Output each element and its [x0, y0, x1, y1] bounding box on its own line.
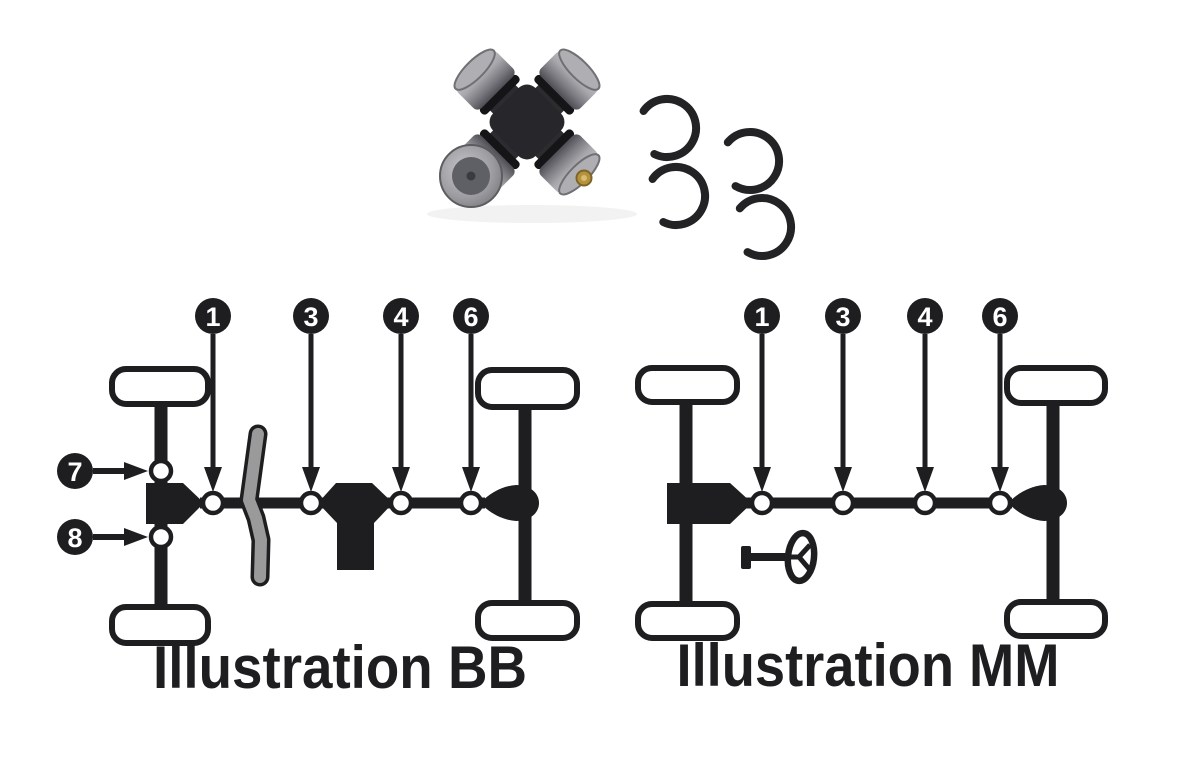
cap-seal [534, 129, 575, 170]
arrow-down-icon [916, 467, 934, 492]
snap-ring-2 [723, 128, 784, 194]
wheel-rear-right-bb [475, 600, 580, 641]
callout-4-mm: 4 [907, 298, 943, 492]
callout-number: 8 [67, 523, 82, 553]
cap-face [453, 48, 496, 91]
callout-bubble [825, 298, 861, 334]
joint-1-marker-mm [749, 490, 775, 516]
wheel-front-right-mm [1004, 365, 1108, 406]
bearing-cap [456, 51, 515, 110]
callout-number: 4 [393, 302, 408, 332]
rear-differential-bb [480, 485, 539, 521]
callout-3-mm: 3 [825, 298, 861, 492]
steering-flange [741, 546, 751, 569]
joint-8-marker-bb [148, 524, 174, 550]
callout-6-mm: 6 [982, 298, 1018, 492]
joint-6-marker-bb [458, 490, 484, 516]
arrow-down-icon [462, 467, 480, 492]
callout-number: 6 [992, 302, 1007, 332]
joint-7-marker-bb [148, 458, 174, 484]
arrow-down-icon [834, 467, 852, 492]
ujoint-cross [453, 48, 601, 196]
wheel-front-right-bb [475, 367, 580, 410]
callout-bubble [195, 298, 231, 334]
bearing-cap [539, 134, 598, 193]
illustration-bb: 1 3 4 6 7 [57, 298, 580, 701]
front-differential-bb [146, 483, 204, 524]
callout-number: 1 [754, 302, 769, 332]
illustration-mm-title: Illustration MM [677, 632, 1060, 699]
joint-3-marker-bb [298, 490, 324, 516]
arrow-right-icon [124, 462, 148, 480]
snap-ring-1 [639, 95, 701, 161]
wheel-rear-left-mm [635, 601, 740, 641]
wheel-front-left-mm [635, 365, 740, 405]
callout-number: 3 [303, 302, 318, 332]
joint-4-marker-bb [388, 490, 414, 516]
callout-7-bb: 7 [57, 453, 148, 489]
cap-seal [479, 129, 520, 170]
front-differential-mm [667, 483, 752, 524]
rear-differential-mm [1008, 485, 1067, 521]
illustration-bb-title: Illustration BB [153, 634, 527, 701]
steering-column-icon [741, 529, 818, 585]
callout-number: 3 [835, 302, 850, 332]
cap-seal [479, 74, 520, 115]
callout-6-bb: 6 [453, 298, 489, 492]
callout-1-mm: 1 [744, 298, 780, 492]
callout-bubble [453, 298, 489, 334]
wheel-rear-right-mm [1004, 599, 1108, 639]
callout-bubble [982, 298, 1018, 334]
callout-number: 7 [67, 457, 82, 487]
callout-3-bb: 3 [293, 298, 329, 492]
arrow-down-icon [392, 467, 410, 492]
flex-coupling [243, 428, 267, 583]
callout-number: 4 [917, 302, 932, 332]
joint-4-marker-mm [912, 490, 938, 516]
snap-ring-3 [648, 163, 710, 229]
arrow-down-icon [204, 467, 222, 492]
callout-bubble [744, 298, 780, 334]
ujoint-photo [427, 48, 796, 260]
snap-ring-4 [735, 194, 796, 260]
arrow-right-icon [124, 528, 148, 546]
arrow-down-icon [302, 467, 320, 492]
steering-shaft [751, 553, 788, 561]
callout-1-bb: 1 [195, 298, 231, 492]
callout-8-bb: 8 [57, 519, 148, 555]
callout-bubble [293, 298, 329, 334]
photo-shadow [427, 205, 637, 223]
joint-3-marker-mm [830, 490, 856, 516]
illustration-mm: 1 3 4 6 Illustration MM [635, 298, 1108, 699]
joint-1-marker-bb [200, 490, 226, 516]
callout-number: 1 [205, 302, 220, 332]
arrow-down-icon [991, 467, 1009, 492]
steering-wheel-spokes [788, 543, 812, 572]
callout-bubble [57, 519, 93, 555]
ujoint-body [489, 84, 565, 160]
callout-bubble [383, 298, 419, 334]
callout-bubble [57, 453, 93, 489]
arrow-down-icon [753, 467, 771, 492]
callout-number: 6 [463, 302, 478, 332]
wheel-front-left-bb [109, 366, 211, 407]
transmission-bb [318, 483, 393, 570]
cap-face-dimple [466, 171, 476, 181]
cap-seal [534, 74, 575, 115]
grease-zerk-tip [581, 175, 587, 181]
wheel-rear-left-bb [109, 604, 211, 646]
callout-bubble [907, 298, 943, 334]
callout-4-bb: 4 [383, 298, 419, 492]
joint-6-marker-mm [987, 490, 1013, 516]
bearing-cap [539, 51, 598, 110]
cap-face [558, 48, 601, 91]
